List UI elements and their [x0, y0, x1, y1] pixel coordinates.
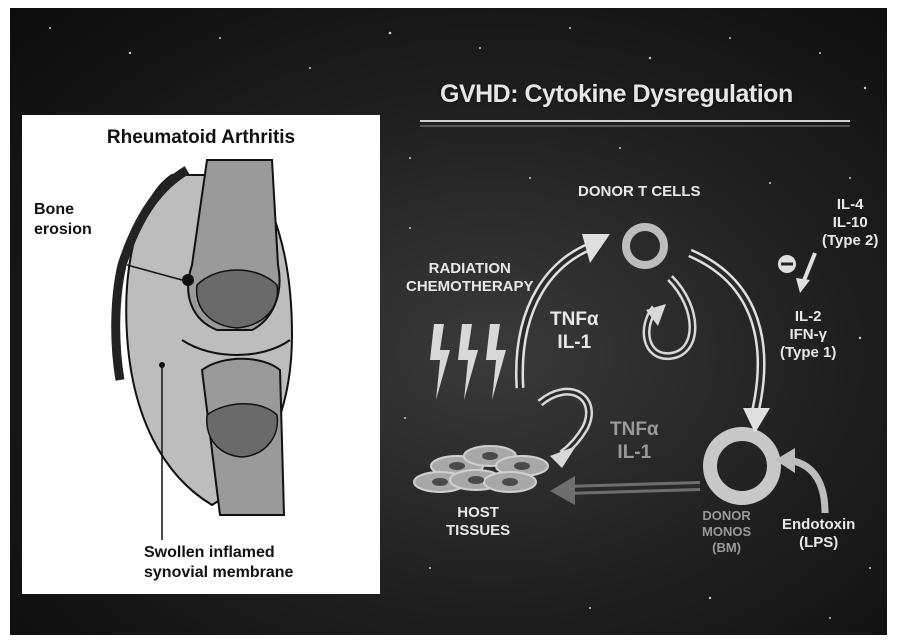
- type1-line-2: IFN-γ: [780, 326, 836, 344]
- type2-line-3: (Type 2): [822, 232, 878, 250]
- rheumatoid-arthritis-panel: Rheumatoid Arthritis Bone erosion Swolle…: [22, 115, 380, 594]
- donor-monos-line-1: DONOR: [702, 508, 751, 524]
- type2-arrowhead: [796, 278, 810, 293]
- lightning-bolt-2: [458, 324, 478, 400]
- type2-line-1: IL-4: [822, 196, 878, 214]
- donor-t-cells-label: DONOR T CELLS: [578, 183, 701, 201]
- donor-monos-label: DONOR MONOS (BM): [702, 508, 751, 556]
- type2-cytokines: IL-4 IL-10 (Type 2): [822, 196, 878, 250]
- host-tissues-label: HOST TISSUES: [446, 504, 510, 540]
- host-tissue-cells: [414, 446, 548, 492]
- arrowhead-monos-to-host: [550, 476, 575, 505]
- donor-monos-ring: [710, 434, 774, 498]
- bone-erosion-line-1: Bone: [34, 200, 92, 220]
- radiation-line-2: CHEMOTHERAPY: [406, 278, 534, 296]
- ra-title: Rheumatoid Arthritis: [22, 127, 380, 149]
- type2-arrow: [803, 253, 815, 283]
- donor-monos-line-3: (BM): [702, 540, 751, 556]
- slide-title: GVHD: Cytokine Dysregulation: [440, 80, 870, 109]
- gvhd-slide: GVHD: Cytokine Dysregulation DONOR T CEL…: [10, 8, 887, 635]
- host-tissues-line-1: HOST: [446, 504, 510, 522]
- joint-illustration: [22, 115, 380, 594]
- lightning-bolts: [430, 324, 506, 400]
- bone-erosion-line-2: erosion: [34, 220, 92, 240]
- arrow-tcell-to-monos-inner: [690, 253, 761, 413]
- endotoxin-line-2: (LPS): [782, 534, 855, 552]
- tnf-upper-line-2: IL-1: [550, 331, 599, 354]
- bone-erosion-spot: [182, 274, 194, 286]
- swollen-line-2: synovial membrane: [144, 563, 293, 583]
- radiation-label: RADIATION CHEMOTHERAPY: [406, 260, 534, 296]
- swollen-membrane-label: Swollen inflamed synovial membrane: [144, 543, 293, 583]
- bone-erosion-label: Bone erosion: [34, 200, 92, 240]
- synovial-pointer-dot: [159, 362, 165, 368]
- host-nucleus-4: [432, 478, 448, 486]
- tnf-lower-label: TNFα IL-1: [610, 418, 659, 464]
- host-tissues-line-2: TISSUES: [446, 522, 510, 540]
- host-loop: [540, 392, 589, 454]
- lightning-bolt-3: [486, 324, 506, 400]
- donor-monos-line-2: MONOS: [702, 524, 751, 540]
- host-nucleus-2: [482, 452, 498, 460]
- arrowhead-radiation-to-tcell: [582, 234, 610, 263]
- endotoxin-line-1: Endotoxin: [782, 516, 855, 534]
- type1-line-1: IL-2: [780, 308, 836, 326]
- type2-line-2: IL-10: [822, 214, 878, 232]
- type1-cytokines: IL-2 IFN-γ (Type 1): [780, 308, 836, 362]
- tnf-upper-line-1: TNFα: [550, 308, 599, 331]
- host-nucleus-5: [468, 476, 484, 484]
- donor-t-cell-ring: [626, 227, 664, 265]
- type1-line-3: (Type 1): [780, 344, 836, 362]
- host-nucleus-1: [449, 462, 465, 470]
- tnf-lower-line-2: IL-1: [610, 441, 659, 464]
- endotoxin-label: Endotoxin (LPS): [782, 516, 855, 552]
- swollen-line-1: Swollen inflamed: [144, 543, 293, 563]
- tnf-upper-label: TNFα IL-1: [550, 308, 599, 354]
- host-nucleus-6: [502, 478, 518, 486]
- tnf-lower-line-1: TNFα: [610, 418, 659, 441]
- radiation-line-1: RADIATION: [406, 260, 534, 278]
- lightning-bolt-1: [430, 324, 450, 400]
- host-nucleus-3: [514, 462, 530, 470]
